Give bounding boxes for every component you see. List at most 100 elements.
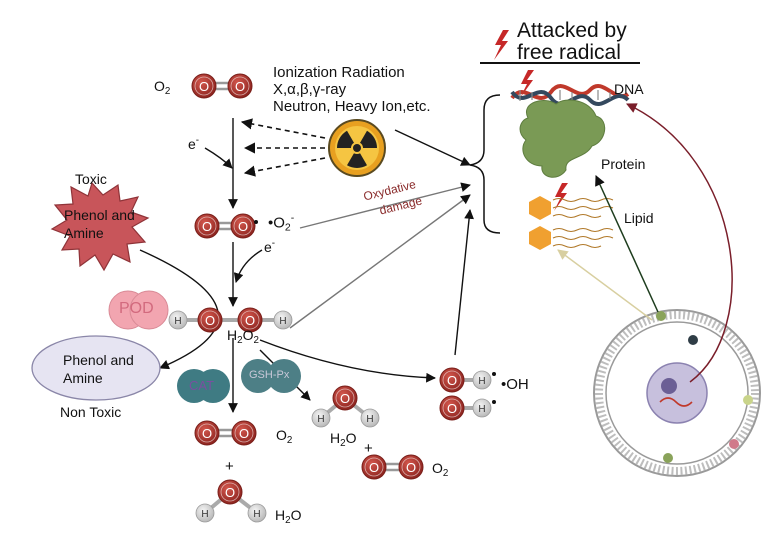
heading-line2: free radical [517, 41, 621, 64]
oxygen-atom [227, 73, 253, 99]
oxygen-atom-ring [401, 457, 421, 477]
oxygen-atom [237, 307, 263, 333]
radiation-icon [328, 119, 386, 177]
radical-dot [254, 220, 258, 224]
hydrogen-atom [195, 503, 215, 523]
toxic-body-1: Phenol and [64, 207, 135, 223]
oxygen-atom [231, 420, 257, 446]
oxygen-atom-ring [220, 482, 240, 502]
lipid-icon [529, 196, 614, 250]
oxygen-atom-ring [234, 423, 254, 443]
oxygen-atom-ring [442, 398, 462, 418]
electron-1-label: e- [188, 135, 200, 152]
protein-label: Protein [601, 156, 646, 172]
cell-icon [593, 309, 761, 477]
gsh-label: GSH-Px [249, 369, 290, 381]
hydrogen-atom-label: H [366, 414, 373, 425]
h2o2-label: H2O2 [227, 327, 259, 346]
oxygen-atom-label: O [205, 313, 215, 328]
hydrogen-atom [247, 503, 267, 523]
pod-enzyme [108, 290, 169, 330]
oxygen-atom-ring [233, 216, 253, 236]
cell-arrows [557, 103, 733, 383]
nontoxic-body-2: Amine [63, 370, 103, 386]
oxygen-atom-label: O [202, 426, 212, 441]
oxygen-atom-label: O [202, 219, 212, 234]
oxygen-atom [398, 454, 424, 480]
oxygen-atom-label: O [369, 460, 379, 475]
pod-label: POD [119, 300, 154, 317]
oxygen-atom-ring [197, 423, 217, 443]
oxygen-atom-label: O [199, 79, 209, 94]
hydrogen-atom-label: H [478, 404, 485, 415]
radical-dot [492, 372, 496, 376]
oxygen-atom [332, 385, 358, 411]
nontoxic-ellipse [31, 335, 161, 401]
superoxide-label: •O2- [268, 212, 295, 234]
target-brace [469, 94, 501, 234]
oxygen-atom [197, 307, 223, 333]
hydrogen-atom [360, 408, 380, 428]
cat-label: CAT [189, 378, 215, 393]
oxygen-atom-ring [240, 310, 260, 330]
nontoxic-caption: Non Toxic [60, 404, 122, 420]
oxygen-atom-label: O [238, 219, 248, 234]
toxic-title: Toxic [75, 171, 107, 187]
oxygen-atom [230, 213, 256, 239]
oxygen-atom-label: O [406, 460, 416, 475]
hydrogen-atom-label: H [201, 509, 208, 520]
oxygen-atom [439, 395, 465, 421]
hydrogen-atom [472, 398, 492, 418]
h2o-1-label: H2O [275, 507, 302, 526]
oxygen-atom-ring [197, 216, 217, 236]
plus-1: + [225, 458, 234, 475]
hydrogen-atom-label: H [317, 414, 324, 425]
o2-product-label: O2 [276, 427, 293, 446]
radical-dot [492, 400, 496, 404]
toxic-body-2: Amine [64, 225, 104, 241]
oxygen-atom-label: O [340, 391, 350, 406]
o2-right-label: O2 [432, 460, 449, 479]
radiation-label-2: X,α,β,γ-ray [273, 81, 347, 98]
gsh-enzyme [241, 359, 301, 393]
nontoxic-body-1: Phenol and [63, 352, 134, 368]
oxygen-atom-ring [230, 76, 250, 96]
toxic-starburst [50, 181, 150, 272]
oxygen-atom-ring [194, 76, 214, 96]
plus-2: + [364, 440, 373, 457]
oxygen-atom [194, 213, 220, 239]
lipid-label: Lipid [624, 210, 654, 226]
hydrogen-atom [168, 310, 188, 330]
oxygen-atom-label: O [235, 79, 245, 94]
oxygen-atom-ring [200, 310, 220, 330]
oxygen-atom-label: O [239, 426, 249, 441]
oxygen-atom [439, 367, 465, 393]
oxygen-atom-label: O [225, 485, 235, 500]
radiation-dashed-arrows [240, 118, 326, 177]
hydrogen-atom-label: H [279, 316, 286, 327]
flow-arrows [139, 118, 474, 413]
hydroxyl-label: •OH [501, 376, 529, 393]
oxygen-atom [361, 454, 387, 480]
dna-label: DNA [614, 81, 644, 97]
hydrogen-atom-label: H [478, 376, 485, 387]
h2o-2-label: H2O [330, 430, 357, 449]
heading-line1: Attacked by [517, 19, 627, 42]
protein-icon [519, 99, 606, 178]
oxygen-atom-label: O [447, 373, 457, 388]
oxygen-atom [191, 73, 217, 99]
oxygen-atom [217, 479, 243, 505]
o2-top-label: O2 [154, 78, 171, 97]
oxygen-atom-label: O [245, 313, 255, 328]
oxygen-atom-label: O [447, 401, 457, 416]
radiation-label-1: Ionization Radiation [273, 64, 405, 81]
cat-enzyme [177, 369, 230, 403]
oxygen-atom-ring [442, 370, 462, 390]
hydrogen-atom [273, 310, 293, 330]
oxygen-atom-ring [335, 388, 355, 408]
electron-2-label: e- [264, 238, 276, 255]
oxygen-atom [194, 420, 220, 446]
hydrogen-atom [472, 370, 492, 390]
